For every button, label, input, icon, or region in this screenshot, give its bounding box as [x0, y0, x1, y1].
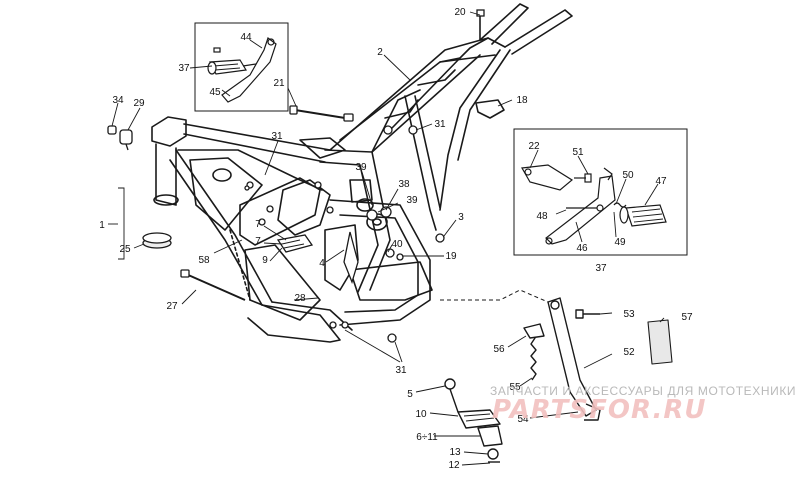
callout-54: 54 — [517, 414, 529, 425]
callout-31-mid: 31 — [434, 119, 446, 130]
callout-13: 13 — [449, 447, 461, 458]
callout-28: 28 — [294, 293, 306, 304]
callout-34: 34 — [112, 95, 124, 106]
callout-49: 49 — [614, 237, 626, 248]
callout-38: 38 — [398, 179, 410, 190]
callout-51: 51 — [572, 147, 584, 158]
callout-2: 2 — [377, 47, 383, 58]
callout-29: 29 — [133, 98, 145, 109]
callout-22: 22 — [528, 141, 540, 152]
callout-53: 53 — [623, 309, 635, 320]
callout-7-lower: 7 — [255, 236, 261, 247]
callout-48: 48 — [536, 211, 548, 222]
callout-27: 27 — [166, 301, 178, 312]
watermark-tagline: ЗАПЧАСТИ И АКСЕССУАРЫ ДЛЯ МОТОТЕХНИКИ — [490, 384, 797, 398]
callout-52: 52 — [623, 347, 635, 358]
callout-39-lower: 39 — [406, 195, 418, 206]
callout-21: 21 — [273, 78, 285, 89]
callout-7-upper: 7 — [255, 219, 261, 230]
callout-55: 55 — [509, 382, 521, 393]
callout-40: 40 — [391, 239, 403, 250]
callout-50: 50 — [622, 170, 634, 181]
callout-37-right: 37 — [595, 263, 607, 274]
callout-46: 46 — [576, 243, 588, 254]
callout-45: 45 — [209, 87, 221, 98]
leader-lines — [108, 11, 665, 466]
callout-5: 5 — [407, 389, 413, 400]
callout-12: 12 — [448, 460, 460, 471]
callout-labels: 20 2 44 37 45 21 18 34 29 31 31 39 38 39… — [99, 7, 693, 471]
callout-47: 47 — [655, 176, 667, 187]
callout-9: 9 — [262, 255, 268, 266]
callout-1: 1 — [99, 220, 105, 231]
callout-10: 10 — [415, 409, 427, 420]
watermark-logo: PARTSFOR.RU — [492, 395, 707, 425]
callout-25: 25 — [119, 244, 131, 255]
callout-20: 20 — [454, 7, 466, 18]
main-frame — [151, 3, 573, 343]
callout-37-top: 37 — [178, 63, 190, 74]
passenger-peg-inset — [194, 22, 289, 112]
callout-4: 4 — [319, 258, 325, 269]
callout-31-bottom: 31 — [395, 365, 407, 376]
callout-31-top: 31 — [271, 131, 283, 142]
callout-56: 56 — [493, 344, 505, 355]
callout-57: 57 — [681, 312, 693, 323]
callout-3: 3 — [458, 212, 464, 223]
rider-footpeg-inset — [513, 128, 688, 256]
callout-44: 44 — [240, 32, 252, 43]
callout-18: 18 — [516, 95, 528, 106]
callout-39-upper: 39 — [355, 162, 367, 173]
callout-19: 19 — [445, 251, 457, 262]
callout-58: 58 — [198, 255, 210, 266]
callout-6-11: 6÷11 — [416, 432, 438, 443]
sidestand-assembly — [440, 289, 673, 463]
